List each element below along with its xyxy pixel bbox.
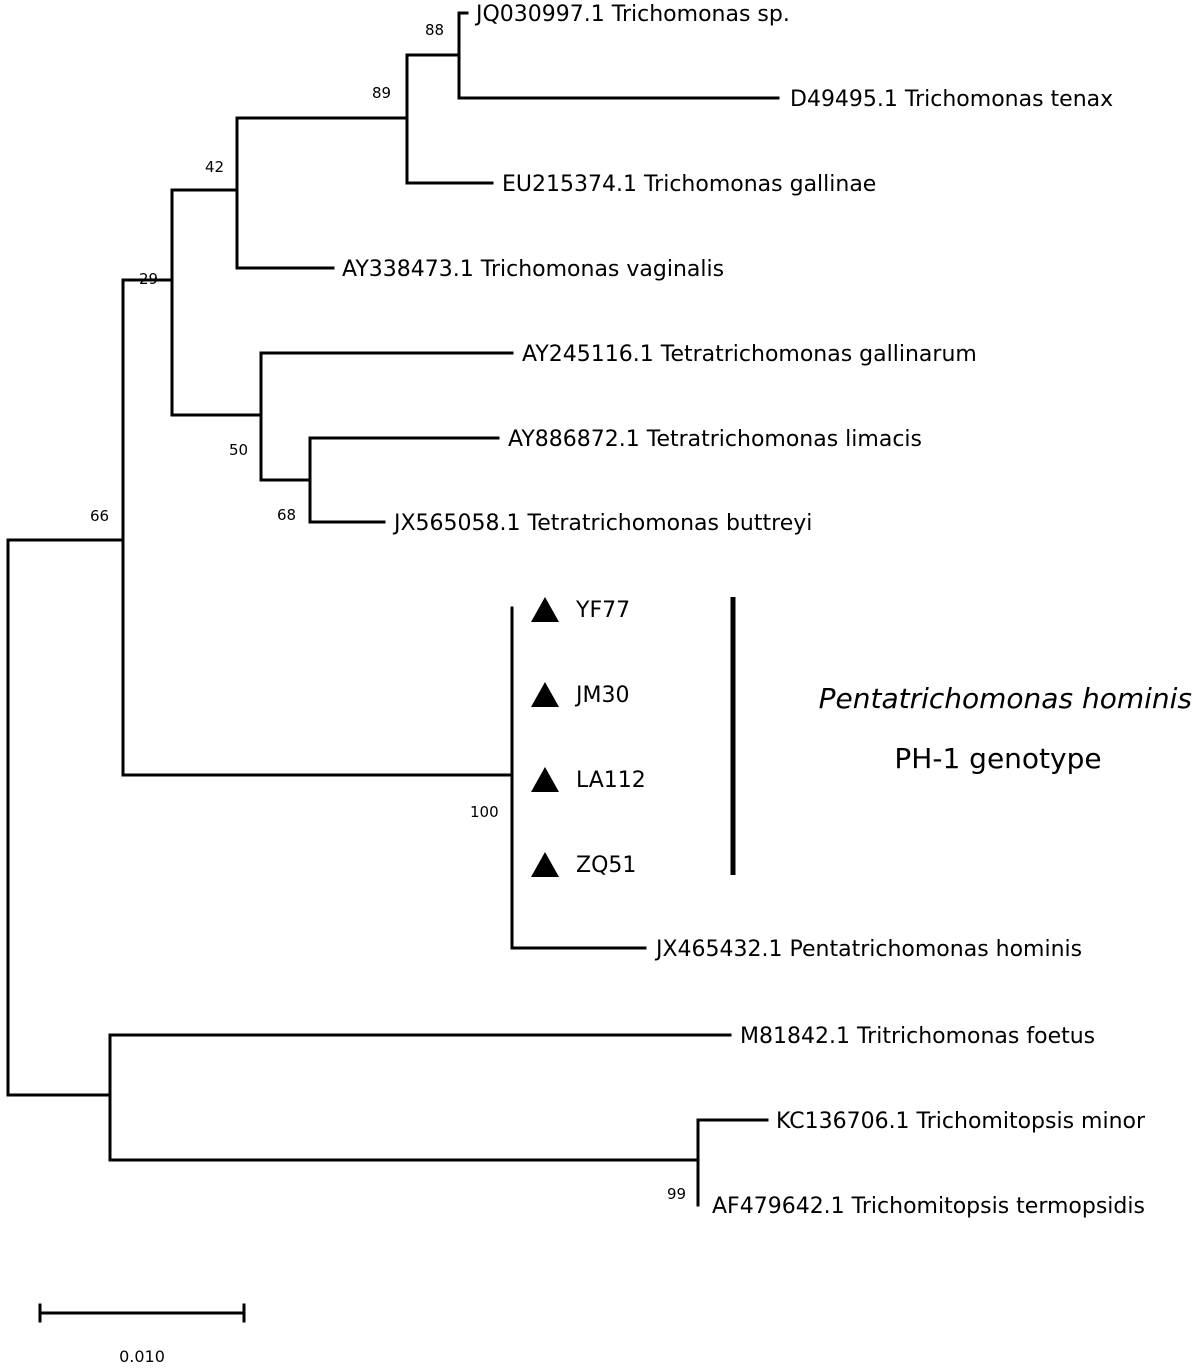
bootstrap-89: 89	[372, 84, 391, 102]
tree-branches	[6, 11, 780, 1207]
bootstrap-29: 29	[139, 270, 158, 288]
triangle-marker-icon	[531, 597, 559, 622]
triangle-marker-icon	[531, 767, 559, 792]
clade-title: Pentatrichomonas hominis	[819, 682, 1192, 715]
leaf-label-yf77: YF77	[575, 598, 630, 623]
isolate-markers	[531, 597, 559, 877]
clade-annotation: Pentatrichomonas hominis PH-1 genotype	[730, 597, 1192, 875]
leaf-label-tetratrichomonas-gallinarum: AY245116.1 Tetratrichomonas gallinarum	[522, 342, 977, 367]
leaf-label-trichomonas-gallinae: EU215374.1 Trichomonas gallinae	[502, 172, 876, 197]
leaf-label-jm30: JM30	[574, 683, 629, 708]
bootstrap-99: 99	[667, 1185, 686, 1203]
bootstrap-values: 88 89 42 29 50 68 66 100 99	[90, 21, 686, 1203]
leaf-label-trichomonas-sp: JQ030997.1 Trichomonas sp.	[474, 2, 790, 27]
triangle-marker-icon	[531, 852, 559, 877]
leaf-labels: JQ030997.1 Trichomonas sp. D49495.1 Tric…	[342, 2, 1146, 1219]
leaf-label-trichomonas-vaginalis: AY338473.1 Trichomonas vaginalis	[342, 257, 724, 282]
leaf-label-pentatrichomonas-hominis: JX465432.1 Pentatrichomonas hominis	[654, 937, 1082, 962]
leaf-label-trichomonas-tenax: D49495.1 Trichomonas tenax	[790, 87, 1113, 112]
leaf-label-tetratrichomonas-limacis: AY886872.1 Tetratrichomonas limacis	[508, 427, 922, 452]
bootstrap-88: 88	[425, 21, 444, 39]
leaf-label-trichomitopsis-termopsidis: AF479642.1 Trichomitopsis termopsidis	[712, 1194, 1145, 1219]
leaf-label-zq51: ZQ51	[576, 853, 636, 878]
clade-subtitle: PH-1 genotype	[894, 742, 1101, 775]
bootstrap-50: 50	[229, 441, 248, 459]
bootstrap-66: 66	[90, 507, 109, 525]
bootstrap-42: 42	[205, 158, 224, 176]
scale-bar-label: 0.010	[119, 1347, 165, 1366]
leaf-label-trichomitopsis-minor: KC136706.1 Trichomitopsis minor	[776, 1109, 1146, 1134]
leaf-label-la112: LA112	[576, 768, 646, 793]
scale-bar: 0.010	[38, 1303, 246, 1366]
leaf-label-tritrichomonas-foetus: M81842.1 Tritrichomonas foetus	[740, 1024, 1095, 1049]
leaf-label-tetratrichomonas-buttreyi: JX565058.1 Tetratrichomonas buttreyi	[392, 511, 812, 536]
triangle-marker-icon	[531, 682, 559, 707]
bootstrap-100: 100	[470, 803, 499, 821]
bootstrap-68: 68	[277, 506, 296, 524]
